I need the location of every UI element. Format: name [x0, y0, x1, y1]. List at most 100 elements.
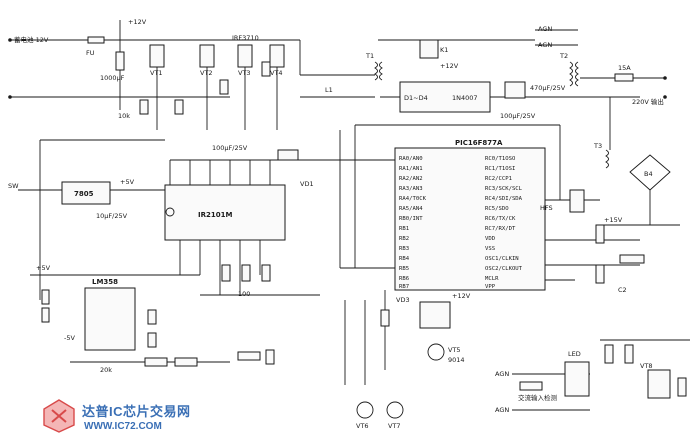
cap-100u-label: 100μF/25V — [500, 112, 536, 120]
vd3-label: VD3 — [396, 296, 410, 304]
u1-chip — [61, 181, 111, 205]
mcu-pic16f877a: PIC16F877A RA0/AN0 RA1/AN1 RA2/AN2 RA3/A… — [320, 124, 640, 291]
agn-top: AGN AGN K1 — [378, 25, 578, 59]
b4-label: B4 — [644, 170, 653, 178]
fuse-fu1 — [87, 36, 105, 44]
q3-label: VT3 — [238, 69, 251, 77]
q2-label: VT2 — [200, 69, 213, 77]
t3-label: T3 — [593, 142, 602, 150]
cap-100u-25v-label: 100μF/25V — [212, 144, 248, 152]
diode-part-label: 1N4007 — [452, 94, 478, 102]
mcu-pin-l-10: RB4 — [399, 256, 410, 262]
l1-label: L1 — [325, 86, 333, 94]
watermark-brand: 达普IC芯片交易网 — [82, 404, 191, 419]
driver-ic: IR2101M 100μF/25V VD1 — [164, 144, 320, 295]
relay-k1 — [419, 39, 439, 59]
ac-detect: AGN 交流输入检测 AGN LED VT8 — [495, 339, 690, 414]
rail-plus15-label: +15V — [604, 216, 623, 224]
q6-label: VT6 — [356, 422, 369, 430]
rail-12v-relay: +12V — [452, 292, 471, 300]
regulator-7805: 7805 SW +5V 10μF/25V — [8, 139, 165, 300]
mcu-pin-r-10: OSC1/CLKIN — [485, 256, 519, 262]
mcu-pin-r-12: MCLR — [485, 276, 499, 282]
r-100-label: 100 — [238, 290, 250, 298]
mcu-pin-l-9: RB3 — [399, 246, 409, 252]
mcu-pin-l-8: RB2 — [399, 236, 409, 242]
r-20k-label: 20k — [100, 366, 112, 374]
mcu-pin-r-1: RC1/T1OSI — [485, 166, 515, 172]
mcu-pin-r-13: VPP — [485, 284, 496, 290]
mcu-pin-r-9: VSS — [485, 246, 495, 252]
mcu-pin-l-0: RA0/AN0 — [399, 156, 423, 162]
q4-label: VT4 — [270, 69, 283, 77]
mcu-pin-l-3: RA3/AN3 — [399, 186, 423, 192]
agn-label-3: AGN — [495, 370, 509, 378]
driver-resistors: 100 — [200, 264, 320, 365]
cap-470u-label: 470μF/25V — [530, 84, 566, 92]
mcu-peripherals: +15V C2 HFS — [540, 189, 645, 294]
rail-12v-label: +12V — [128, 18, 147, 26]
u1-out-rail: +5V — [120, 178, 135, 186]
cap-c1-value: 1000μF — [100, 74, 125, 82]
fuse-15a-label: 15A — [618, 64, 631, 72]
u4-part: LM358 — [92, 278, 118, 286]
mcu-pin-l-12: RB6 — [399, 276, 409, 282]
mcu-pin-r-5: RC5/SDO — [485, 206, 509, 212]
t1-label: T1 — [365, 52, 374, 60]
q5-part: 9014 — [448, 356, 465, 364]
rail-minus5-label: -5V — [64, 334, 75, 342]
mcu-pin-l-5: RA5/AN4 — [399, 206, 423, 212]
cap-c2-label: C2 — [618, 286, 627, 294]
u3-chip — [394, 147, 546, 291]
u2-part: IR2101M — [198, 211, 232, 219]
mcu-pin-r-8: VDD — [485, 236, 496, 242]
q5-label: VT5 — [448, 346, 461, 354]
u4-chip — [84, 287, 136, 351]
hf-label: HFS — [540, 204, 553, 212]
watermark-url: WWW.IC72.COM — [84, 421, 162, 432]
mcu-pin-l-7: RB1 — [399, 226, 409, 232]
r-label-1: 10k — [118, 112, 130, 120]
vd-label: VD1 — [300, 180, 314, 188]
q1-label: VT1 — [150, 69, 163, 77]
rectifier-block: D1~D4 1N4007 +12V 470μF/25V 100μF/25V — [399, 62, 566, 120]
mcu-pin-r-0: RC0/T1OSO — [485, 156, 516, 162]
q8-label: VT8 — [640, 362, 653, 370]
ac-detect-label: 交流输入检测 — [518, 393, 558, 402]
mcu-pin-r-11: OSC2/CLKOUT — [485, 266, 523, 272]
u3-part: PIC16F877A — [455, 139, 503, 147]
relay-label: K1 — [440, 46, 448, 54]
q7-label: VT7 — [388, 422, 401, 430]
u1-part: 7805 — [74, 190, 94, 198]
bridge-label: D1~D4 — [404, 94, 428, 102]
mcu-pin-l-6: RB0/INT — [399, 216, 423, 222]
mcu-pin-l-4: RA4/T0CK — [399, 196, 427, 202]
rail-plus12-label-2: +12V — [440, 62, 459, 70]
led-label: LED — [568, 350, 581, 358]
battery-label: 蓄电池 12V — [14, 35, 49, 44]
mosfet-bridge: VT1 VT2 VT3 VT4 IRF3710 10k — [118, 34, 285, 130]
cap-c1 — [115, 51, 125, 71]
relay-driver: VD3 +12V VT5 9014 VT6 VT7 — [344, 290, 471, 430]
mcu-pin-r-6: RC6/TX/CK — [485, 216, 516, 222]
mcu-pin-r-4: RC4/SDI/SDA — [485, 196, 523, 202]
rail-5v-label: +5V — [36, 264, 51, 272]
mcu-pin-r-3: RC3/SCK/SCL — [485, 186, 523, 192]
watermark-logo — [43, 399, 75, 433]
u2-chip — [164, 184, 286, 241]
cap-10u-label: 10μF/25V — [96, 212, 128, 220]
t2-label: T2 — [559, 52, 568, 60]
mcu-pin-l-1: RA1/AN1 — [399, 166, 423, 172]
agn-label-1: AGN — [538, 25, 552, 33]
sw-label: SW — [8, 182, 19, 190]
ir-part-label: IRF3710 — [232, 34, 259, 42]
output-stage: T2 15A 220V 输出 — [559, 52, 667, 106]
plus12-rail: +12V 1000μF — [100, 18, 300, 110]
mcu-pin-l-2: RA2/AN2 — [399, 176, 423, 182]
mcu-pin-r-2: RC2/CCP1 — [485, 176, 512, 182]
agn-label-4: AGN — [495, 406, 509, 414]
fuse-label: FU — [86, 49, 95, 57]
feedback-transformer: T3 B4 — [593, 97, 680, 226]
opamp-lm358: LM358 +5V -5V 20k — [30, 264, 230, 374]
